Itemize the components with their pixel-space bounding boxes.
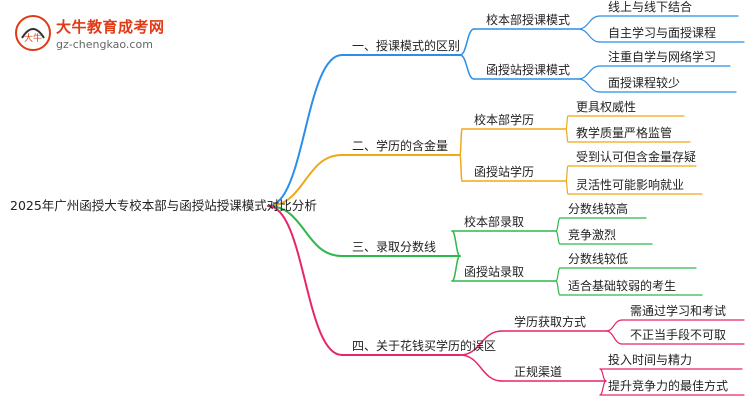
leaf-topic: 受到认可但含金量存疑 [576, 150, 697, 164]
leaf-connector [565, 180, 569, 195]
branch-topic: 三、录取分数线 [352, 240, 437, 254]
leaf-topic: 提升竞争力的最佳方式 [608, 379, 729, 393]
group-connector [451, 255, 461, 282]
leaf-topic: 不正当手段不可取 [630, 328, 727, 342]
leaf-connector [577, 65, 601, 80]
branch-topic: 一、授课模式的区别 [352, 39, 461, 53]
group-topic: 函授站授课模式 [486, 63, 571, 77]
group-connector [459, 28, 475, 56]
group-connector [459, 154, 463, 182]
leaf-topic: 更具权威性 [576, 100, 637, 114]
branch-topic: 四、关于花钱买学历的误区 [352, 339, 497, 353]
branch-connector [267, 205, 343, 356]
leaf-topic: 面授课程较少 [608, 76, 681, 90]
group-topic: 正规渠道 [514, 365, 563, 379]
leaf-topic: 灵活性可能影响就业 [576, 178, 685, 192]
branch-topic: 二、学历的含金量 [352, 139, 449, 153]
branch-connector [267, 205, 343, 257]
leaf-topic: 分数线较高 [568, 202, 629, 216]
group-topic: 函授站录取 [464, 265, 525, 279]
group-topic: 校本部学历 [474, 113, 535, 127]
leaf-topic: 注重自学与网络学习 [608, 50, 717, 64]
leaf-topic: 自主学习与面授课程 [608, 26, 717, 40]
group-connector [459, 354, 503, 382]
leaf-connector [555, 267, 561, 282]
logo-badge-text: 大牛 [24, 32, 42, 44]
leaf-connector [599, 380, 607, 396]
leaf-connector [605, 319, 623, 332]
leaf-topic: 竞争激烈 [568, 228, 617, 242]
branch-connector [267, 154, 343, 207]
leaf-connector [605, 330, 623, 345]
leaf-connector [565, 128, 569, 143]
group-connector [451, 230, 461, 257]
leaf-connector [555, 217, 561, 232]
group-connector [459, 330, 503, 356]
leaf-connector [599, 368, 607, 382]
logo-badge-icon: 大牛 [15, 15, 51, 51]
leaf-topic: 适合基础较弱的考生 [568, 279, 677, 293]
site-logo[interactable]: 大牛 大牛教育成考网 gz-chengkao.com [14, 12, 204, 58]
root-topic: 2025年广州函授大专校本部与函授站授课模式对比分析 [10, 198, 317, 213]
leaf-topic: 线上与线下结合 [608, 0, 693, 14]
leaf-topic: 教学质量严格监管 [576, 126, 673, 140]
logo-domain: gz-chengkao.com [56, 38, 153, 51]
leaf-connector [565, 115, 569, 130]
leaf-connector [577, 78, 601, 93]
group-connector [459, 54, 475, 80]
leaf-connector [577, 15, 601, 30]
group-topic: 学历获取方式 [514, 315, 587, 329]
leaf-connector [555, 230, 561, 245]
group-topic: 校本部授课模式 [486, 13, 571, 27]
logo-title: 大牛教育成考网 [56, 18, 165, 36]
leaf-connector [577, 28, 601, 43]
branch-connector [267, 54, 343, 207]
group-topic: 函授站学历 [474, 165, 535, 179]
group-connector [459, 128, 463, 156]
leaf-topic: 分数线较低 [568, 252, 629, 266]
leaf-connector [555, 280, 561, 296]
leaf-topic: 需通过学习和考试 [630, 304, 727, 318]
leaf-topic: 投入时间与精力 [608, 353, 693, 367]
leaf-connector [565, 165, 569, 182]
group-topic: 校本部录取 [464, 215, 525, 229]
